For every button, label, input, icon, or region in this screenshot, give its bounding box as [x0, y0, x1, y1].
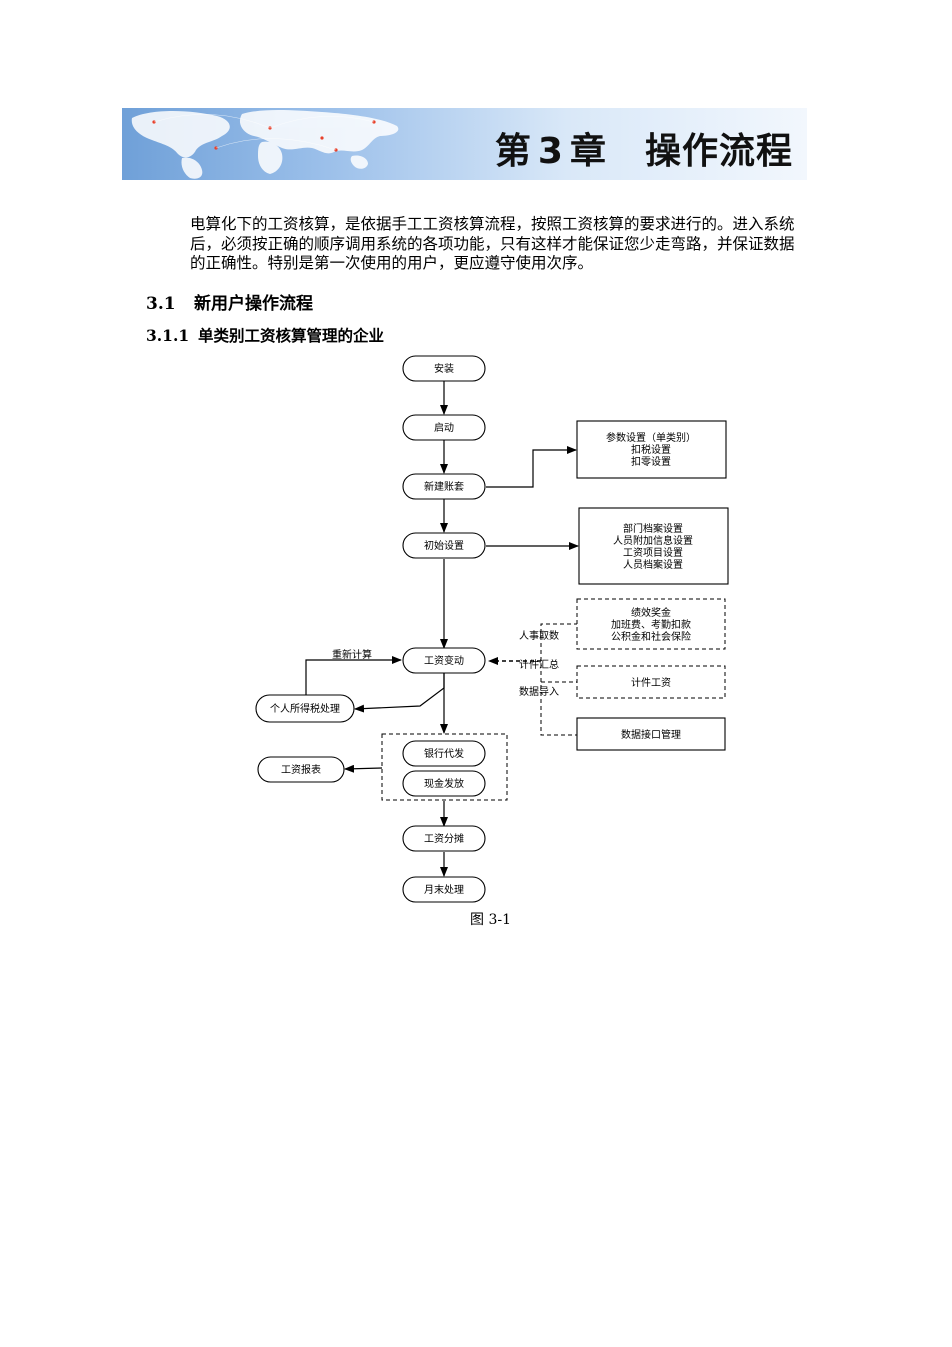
chapter-number: 3: [537, 131, 564, 172]
node-new-account: [402, 473, 486, 500]
label-param-2: 扣税设置: [631, 443, 671, 456]
node-bank-pay: [402, 740, 486, 767]
label-param-1: 参数设置（单类别）: [606, 431, 696, 444]
subsection-title: 单类别工资核算管理的企业: [198, 326, 385, 345]
label-recalc: 重新计算: [332, 648, 372, 661]
label-piece-wage: 计件工资: [631, 676, 671, 689]
node-start: [402, 414, 486, 441]
node-install: [402, 355, 486, 382]
label-install: 安装: [434, 362, 454, 375]
label-bonus-3: 公积金和社会保险: [611, 630, 691, 643]
intro-paragraph: 电算化下的工资核算，是依据手工工资核算流程，按照工资核算的要求进行的。进入系统后…: [190, 215, 800, 274]
label-init-setup: 初始设置: [424, 539, 464, 552]
intro-text: 电算化下的工资核算，是依据手工工资核算流程，按照工资核算的要求进行的。进入系统后…: [190, 215, 795, 272]
chapter-prefix: 第: [494, 131, 532, 172]
label-piece-summary: 计件汇总: [519, 658, 559, 671]
node-month-end: [402, 876, 486, 903]
label-param-3: 扣零设置: [631, 455, 671, 468]
box-param-settings: [576, 420, 727, 479]
node-cash-pay: [402, 770, 486, 797]
label-cash-pay: 现金发放: [424, 777, 464, 790]
label-salary-report: 工资报表: [281, 763, 321, 776]
chapter-suffix: 章: [569, 131, 607, 172]
label-income-tax: 个人所得税处理: [270, 702, 340, 715]
section-title: 新用户操作流程: [194, 294, 313, 314]
subsection-number: 3.1.1: [146, 326, 190, 345]
world-map-graphic: [131, 110, 399, 179]
label-bank-pay: 银行代发: [424, 747, 464, 760]
label-init-3: 工资项目设置: [623, 547, 683, 559]
label-hr-fetch: 人事取数: [519, 629, 559, 642]
node-salary-change: [402, 647, 486, 674]
box-piece-wage: [576, 665, 726, 699]
label-month-end: 月末处理: [424, 883, 464, 896]
dashed-arrowhead: [488, 657, 498, 665]
section-heading: 3.1 新用户操作流程: [146, 289, 313, 314]
label-start: 启动: [434, 421, 454, 434]
chapter-name: 操作流程: [644, 131, 793, 172]
group-payment: [381, 733, 508, 801]
label-init-1: 部门档案设置: [623, 522, 683, 535]
dashed-connectors: [495, 623, 578, 736]
box-bonus: [576, 598, 726, 650]
label-new-account: 新建账套: [424, 480, 464, 493]
label-data-import: 数据导入: [519, 685, 559, 698]
box-init-settings: [578, 507, 729, 585]
node-salary-report: [257, 756, 345, 783]
box-data-interface: [576, 717, 726, 751]
section-number: 3.1: [146, 294, 176, 314]
label-bonus-1: 绩效奖金: [631, 606, 671, 619]
label-init-2: 人员附加信息设置: [613, 534, 693, 547]
label-init-4: 人员档案设置: [623, 558, 683, 571]
figure-caption: 图 3-1: [470, 912, 511, 928]
node-salary-allocation: [402, 825, 486, 852]
subsection-heading: 3.1.1 单类别工资核算管理的企业: [146, 324, 384, 346]
label-bonus-2: 加班费、考勤扣款: [611, 618, 691, 631]
label-data-interface: 数据接口管理: [621, 728, 681, 741]
node-income-tax: [255, 694, 355, 723]
flow-connectors: [305, 381, 579, 877]
label-salary-change: 工资变动: [424, 654, 464, 667]
node-init-setup: [402, 532, 486, 559]
label-salary-allocation: 工资分摊: [424, 832, 464, 845]
